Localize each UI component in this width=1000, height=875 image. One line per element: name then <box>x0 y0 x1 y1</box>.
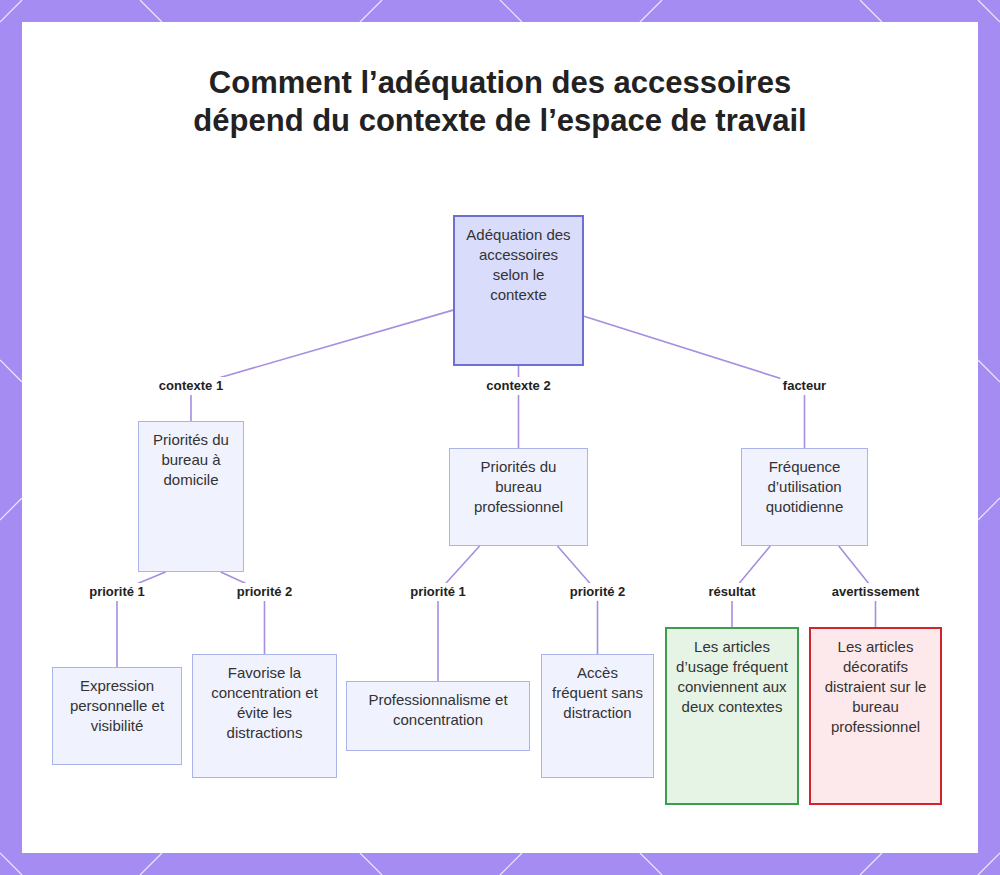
edge-label: priorité 1 <box>407 583 469 601</box>
node-text: Adéquation des accessoires selon le cont… <box>463 225 574 305</box>
warning-box: Les articles décoratifs distraient sur l… <box>809 627 942 805</box>
context-box: Priorités du bureau à domicile <box>138 421 244 572</box>
edge-label: priorité 2 <box>567 583 629 601</box>
priority-box: Accès fréquent sans distraction <box>541 654 654 778</box>
node-text: Favorise la concentration et évite les d… <box>201 663 328 743</box>
node-text: Professionnalisme et concentration <box>355 690 521 730</box>
edge-label: priorité 2 <box>234 583 296 601</box>
node-text: Expression personnelle et visibilité <box>61 676 173 736</box>
node-text: Les articles d’usage fréquent conviennen… <box>675 637 789 717</box>
priority-box: Professionnalisme et concentration <box>346 681 530 751</box>
edge-label: priorité 1 <box>86 583 148 601</box>
node-text: Accès fréquent sans distraction <box>550 663 645 723</box>
node-text: Priorités du bureau professionnel <box>458 457 579 517</box>
edge-label: avertissement <box>829 583 922 601</box>
node-text: Priorités du bureau à domicile <box>147 430 235 490</box>
context-box: Priorités du bureau professionnel <box>449 448 588 546</box>
edge-label: facteur <box>780 377 829 395</box>
connector-line <box>584 316 805 448</box>
connector-line <box>191 310 453 421</box>
root-box: Adéquation des accessoires selon le cont… <box>453 215 584 366</box>
edge-label: contexte 2 <box>483 377 553 395</box>
node-text: Fréquence d’utilisation quotidienne <box>750 457 859 517</box>
connector-line <box>438 546 480 681</box>
priority-box: Expression personnelle et visibilité <box>52 667 182 765</box>
node-text: Les articles décoratifs distraient sur l… <box>819 637 932 737</box>
result-box: Les articles d’usage fréquent conviennen… <box>665 627 799 805</box>
edge-label: résultat <box>706 583 759 601</box>
factor-box: Fréquence d’utilisation quotidienne <box>741 448 868 546</box>
edge-label: contexte 1 <box>156 377 226 395</box>
diagram-title: Comment l’adéquation des accessoires dép… <box>170 64 830 140</box>
priority-box: Favorise la concentration et évite les d… <box>192 654 337 778</box>
